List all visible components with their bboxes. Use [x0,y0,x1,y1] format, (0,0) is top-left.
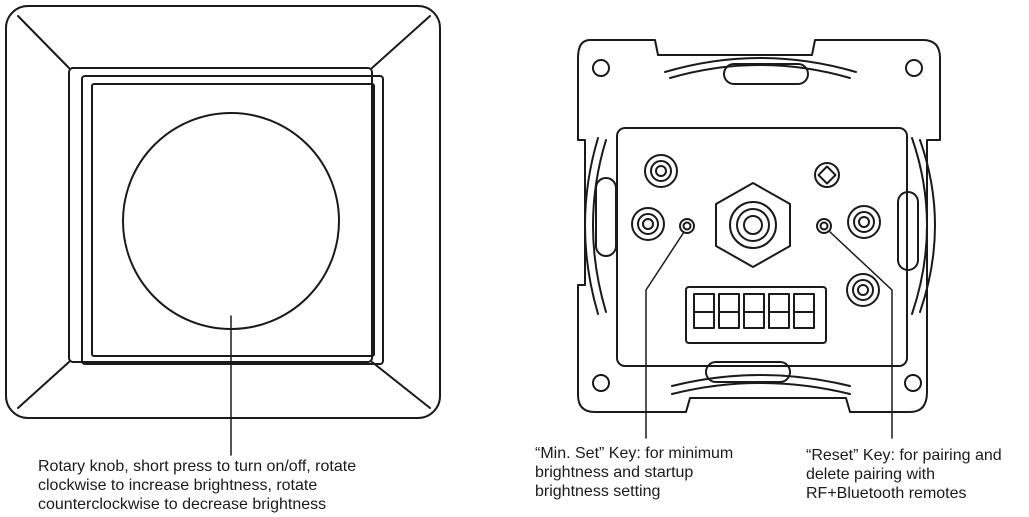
callout-line: RF+Bluetooth remotes [806,485,967,502]
terminal-top-left [644,154,678,188]
screw-hole-top-right [905,59,923,77]
left-side-slot [595,177,617,257]
reset-key[interactable] [816,218,832,234]
callout-line: brightness and startup [535,464,694,481]
reset-key-callout: “Reset” Key: for pairing and delete pair… [806,446,1002,503]
dip-switch-block [685,286,827,344]
callout-line: brightness setting [535,483,661,500]
reset-leader-line [829,231,893,439]
front-plate [5,5,441,456]
callout-line: clockwise to increase brightness, rotate [38,477,318,494]
top-arc [664,57,857,79]
knob-shaft-nut [715,182,791,268]
left-side-arc [584,137,607,315]
screw-hole-top-left [592,59,610,77]
bottom-arc [671,374,851,395]
screw-hole-bottom-right [904,374,922,392]
rotary-knob-callout: Rotary knob, short press to turn on/off,… [38,457,356,514]
mounting-frame-outline [577,39,941,413]
rear-module [577,39,941,439]
inner-frame [68,67,373,363]
min-set-leader-line [645,231,685,439]
callout-line: “Min. Set” Key: for minimum [535,445,734,462]
right-side-arc [911,137,936,315]
min-set-key[interactable] [679,218,695,234]
min-set-key-inner [682,221,692,231]
min-set-key-callout: “Min. Set” Key: for minimum brightness a… [535,444,733,501]
screw-hole-bottom-left [592,374,610,392]
callout-line: “Reset” Key: for pairing and [806,447,1002,464]
bevel-lines [17,15,431,409]
callout-line: counterclockwise to decrease brightness [38,496,327,513]
callout-line: delete pairing with [806,466,935,483]
outer-frame [5,5,441,419]
terminal-mid-left [631,207,665,241]
bottom-slot [705,361,791,383]
rotary-knob[interactable] [122,112,340,330]
reset-key-inner [819,221,829,231]
terminal-mid-right [847,205,881,239]
terminal-bottom-right [846,273,880,307]
insert-outer [81,75,384,365]
module-body [616,127,908,367]
callout-line: Rotary knob, short press to turn on/off,… [38,458,357,475]
terminal-top-right [814,162,840,188]
insert-inner [91,83,375,357]
top-slot [723,63,809,85]
